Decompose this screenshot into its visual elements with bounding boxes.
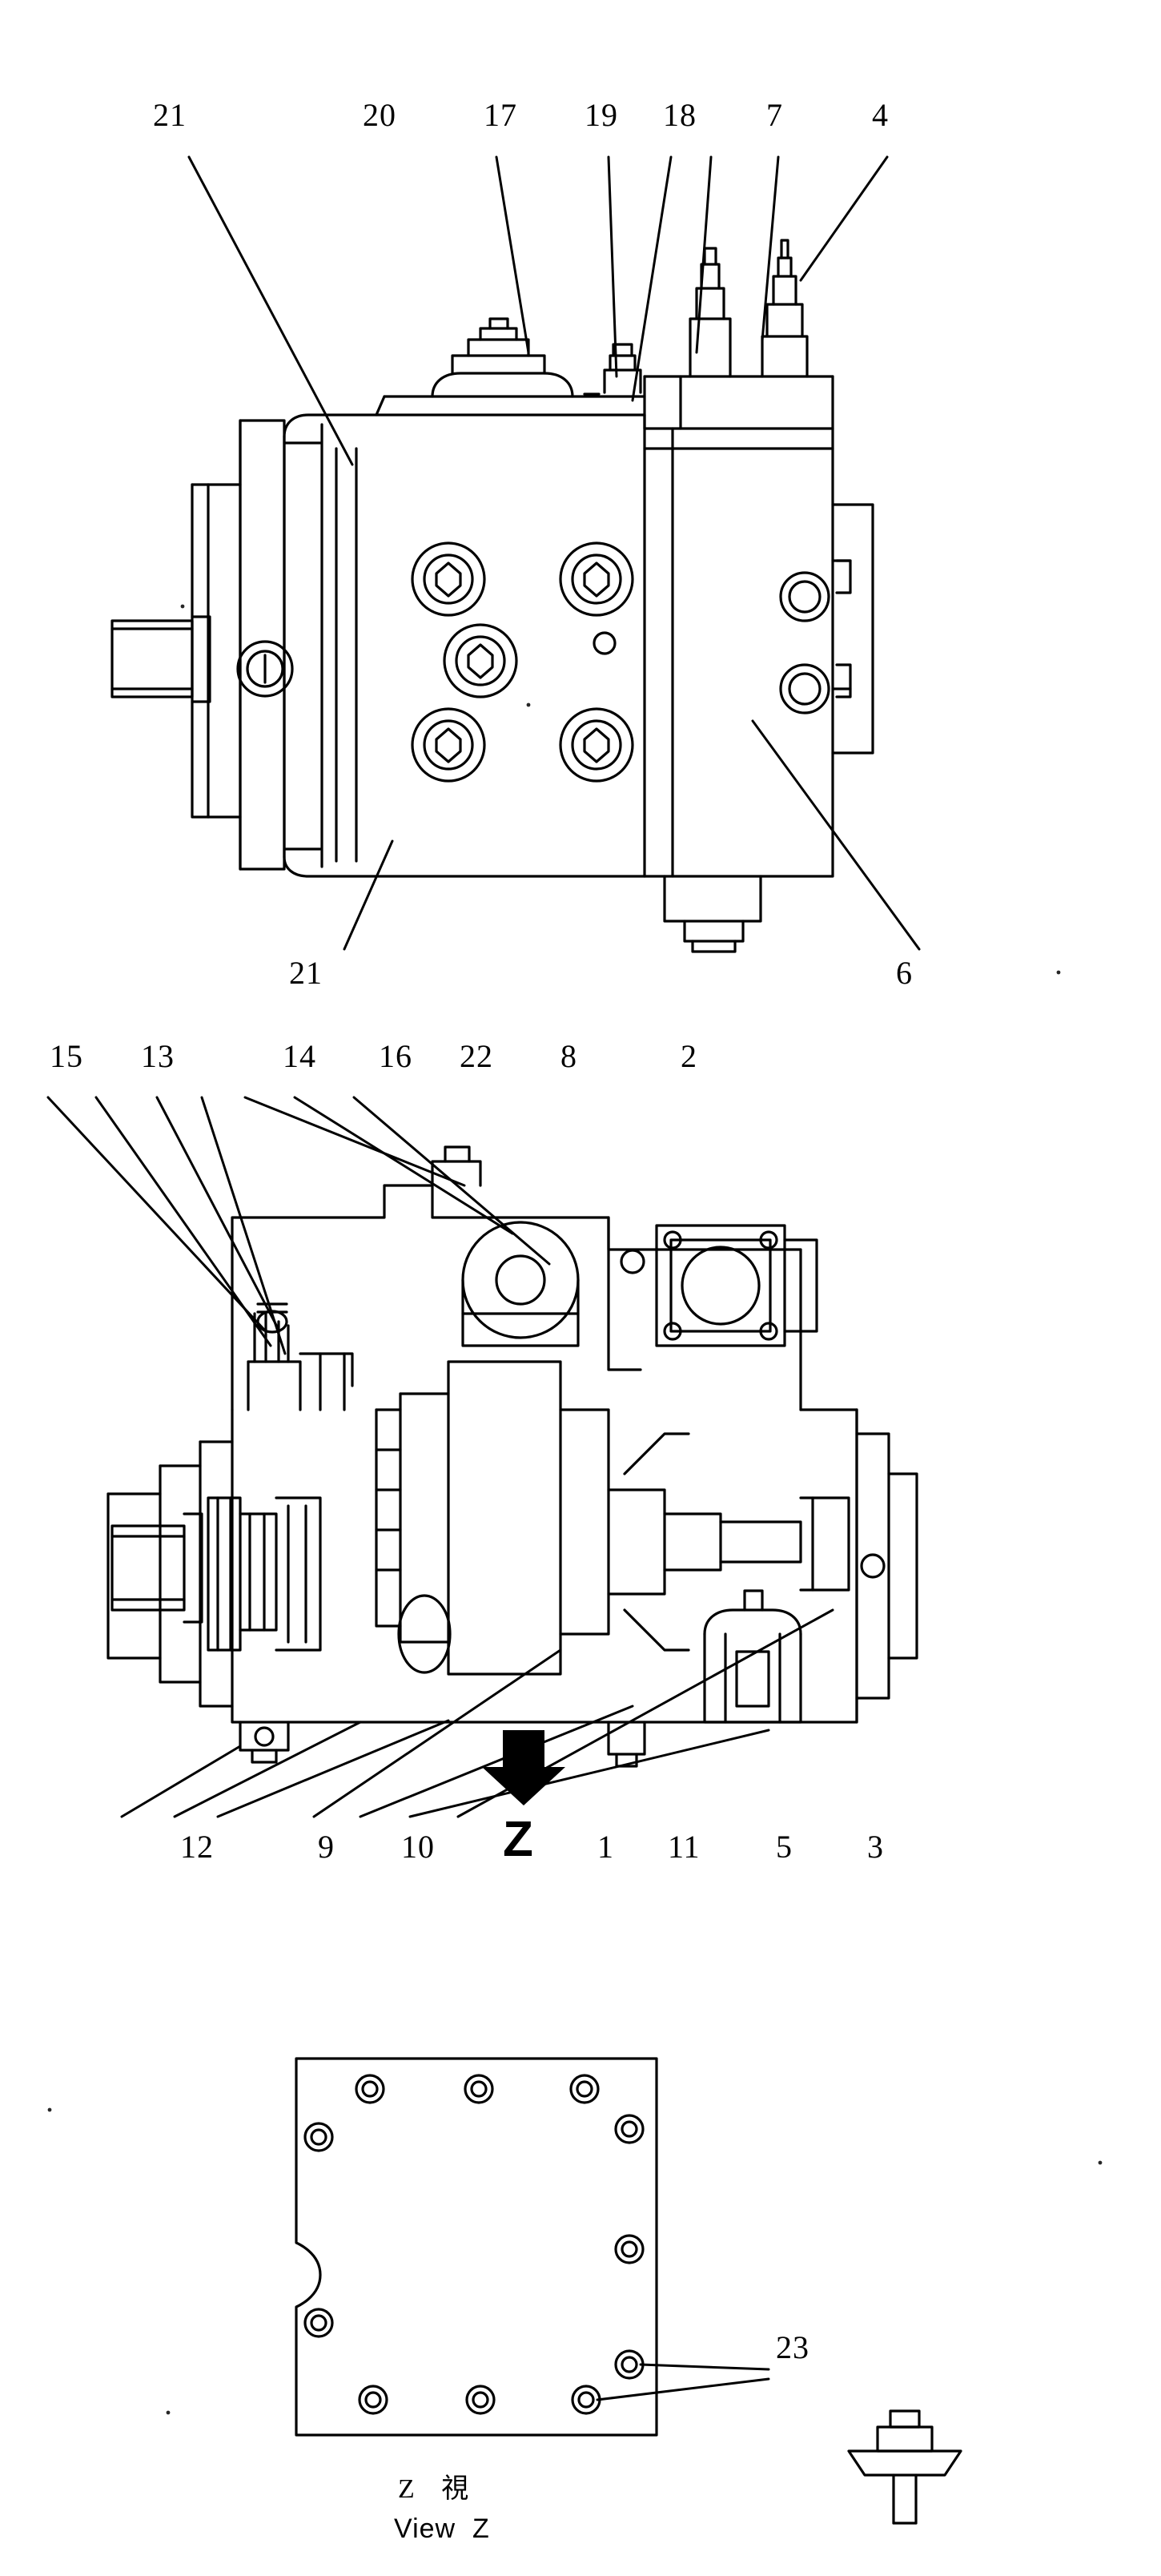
- view-z-bolt-holes: [303, 2074, 645, 2415]
- callout-10-middle-bottom-2: 10: [401, 1829, 435, 1865]
- valve-block-screws: [779, 559, 852, 714]
- callout-7-upper-top-5: 7: [766, 97, 783, 133]
- port-plugs-upper: [583, 343, 642, 396]
- callout-8-middle-top-5: 8: [560, 1038, 577, 1074]
- callout-22-middle-top-4: 22: [460, 1038, 493, 1074]
- callout-2-middle-top-6: 2: [681, 1038, 697, 1074]
- drive-shaft-bearing: [110, 1496, 322, 1652]
- callout-21-upper-bottom-0: 21: [289, 955, 323, 991]
- valve-block: [643, 375, 874, 953]
- upper-ports: [689, 239, 809, 378]
- callout-11-middle-bottom-5: 11: [668, 1829, 701, 1865]
- callout-1-middle-bottom-4: 1: [597, 1829, 614, 1865]
- callout-15-middle-top-0: 15: [50, 1038, 83, 1074]
- callout-Z-middle-bottom-3: Z: [503, 1812, 533, 1867]
- middle-leaders: [46, 1096, 834, 1818]
- valve-plate-right: [607, 1432, 850, 1652]
- callout-3-middle-bottom-7: 3: [867, 1829, 884, 1865]
- view-z-group: [295, 2057, 962, 2525]
- callout-14-middle-top-2: 14: [283, 1038, 316, 1074]
- view-caption-japanese: Z 視: [398, 2474, 471, 2504]
- callout-19-upper-top-3: 19: [585, 97, 618, 133]
- middle-view-group: [46, 1096, 918, 1818]
- right-end-flange: [855, 1408, 918, 1724]
- control-block-right: [655, 1224, 818, 1347]
- callout-21-upper-top-0: 21: [153, 97, 187, 133]
- callout-23-lower-0: 23: [776, 2329, 809, 2365]
- output-shaft: [110, 615, 211, 703]
- callout-5-middle-bottom-6: 5: [776, 1829, 793, 1865]
- regulator-housing-top: [431, 1145, 645, 1371]
- callout-13-middle-top-1: 13: [141, 1038, 175, 1074]
- callout-4-upper-top-6: 4: [872, 97, 889, 133]
- callout-18-upper-top-4: 18: [663, 97, 697, 133]
- flange-bolt-hole: [236, 640, 294, 698]
- pump-housing-body: [283, 395, 646, 878]
- mounting-flange: [191, 419, 322, 871]
- callout-20-upper-top-1: 20: [363, 97, 396, 133]
- bottom-fittings: [239, 1589, 802, 1768]
- fastener-detail-icon: [847, 2409, 962, 2525]
- housing-cap-screws: [411, 541, 634, 783]
- view-caption-english: View Z: [394, 2514, 490, 2544]
- view-z-leaders: [596, 2363, 770, 2401]
- section-arrow-z: [482, 1730, 565, 1805]
- callout-17-upper-top-2: 17: [484, 97, 517, 133]
- callout-6-upper-bottom-1: 6: [896, 955, 913, 991]
- callout-9-middle-bottom-1: 9: [318, 1829, 335, 1865]
- swash-bearing-detail: [247, 1302, 354, 1411]
- scan-artifacts: [47, 604, 1103, 2415]
- callout-16-middle-top-3: 16: [379, 1038, 412, 1074]
- cylinder-barrel: [375, 1360, 610, 1676]
- callout-12-middle-bottom-0: 12: [180, 1829, 214, 1865]
- upper-view-group: [110, 155, 921, 953]
- regulator-cover: [431, 317, 574, 398]
